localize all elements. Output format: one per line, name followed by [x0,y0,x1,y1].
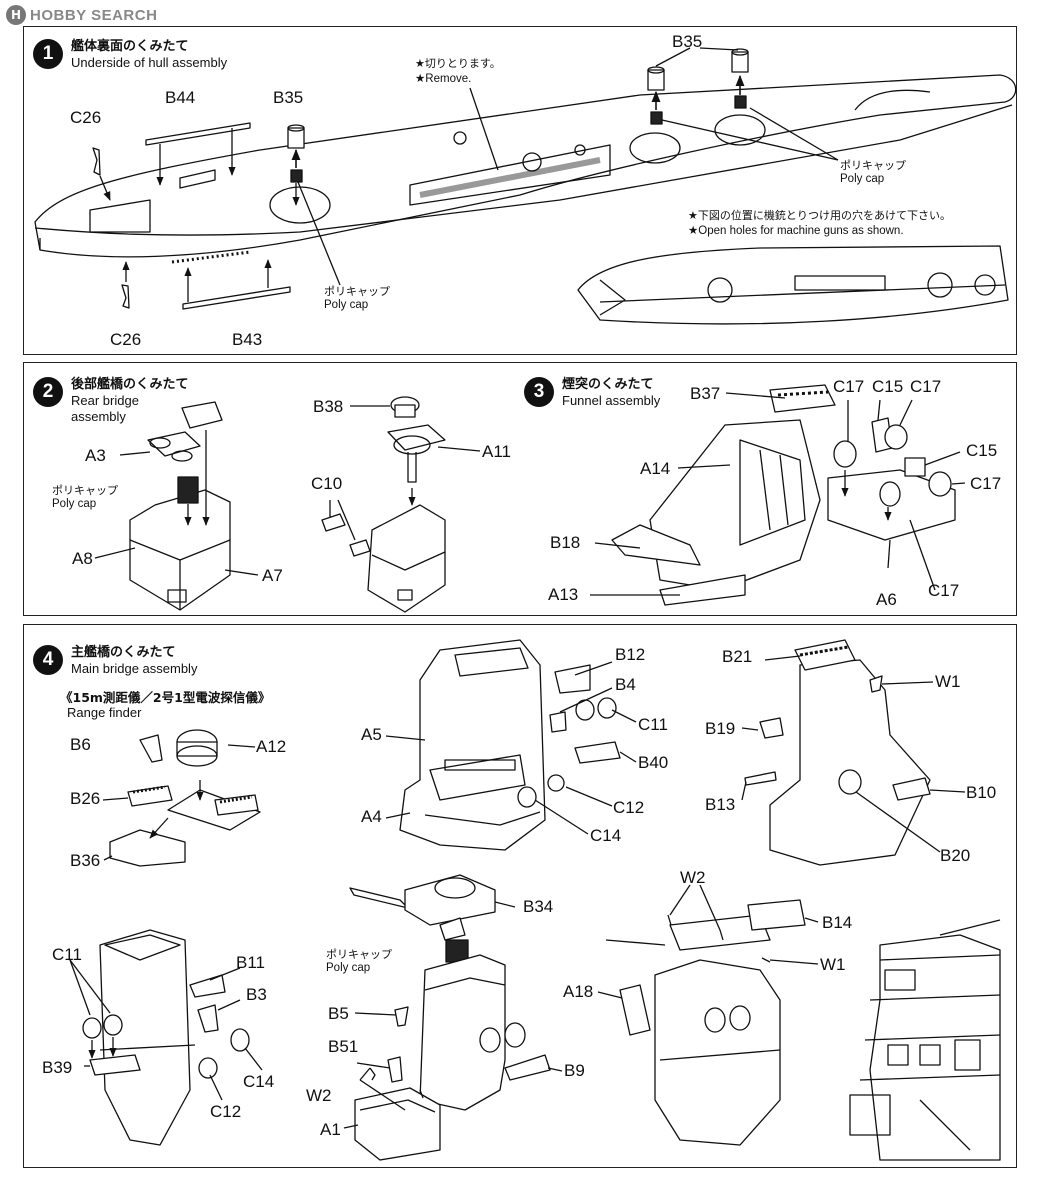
part-label: B13 [705,795,736,814]
part-label: C17 [910,377,942,396]
part-label: B37 [690,384,721,403]
part-label: A1 [320,1120,341,1139]
part-label: A14 [640,459,671,478]
step-4-header: 4 主艦橋のくみたて Main bridge assembly [33,645,197,677]
part-label: C10 [311,474,343,493]
part-label: A13 [548,585,579,604]
poly-cap-label-en: Poly cap [840,173,885,185]
part-label: C15 [966,441,998,460]
part-label: C14 [243,1072,275,1091]
step-3-header: 3 煙突のくみたて Funnel assembly [524,377,660,409]
part-label: W1 [935,672,961,691]
part-label: B20 [940,846,971,865]
part-label: B5 [328,1004,349,1023]
poly-cap-label-jp: ポリキャップ [52,484,118,497]
step-1-number: 1 [33,39,63,69]
remove-note-jp: ★切りとります。 [415,57,501,70]
part-label: W2 [680,868,706,887]
step-4-number: 4 [33,645,63,675]
step-4-title-en: Main bridge assembly [71,661,198,676]
part-label: A7 [262,566,283,585]
step-1-title-jp: 艦体裏面のくみたて [71,39,189,54]
part-label: A3 [85,446,106,465]
poly-cap-label-en: Poly cap [52,498,97,510]
poly-cap-label-jp: ポリキャップ [840,159,906,172]
part-label: B43 [232,330,263,349]
step-2-title-jp: 後部艦橋のくみたて [71,377,189,392]
watermark: H HOBBY SEARCH [6,4,157,26]
part-label: C12 [210,1102,242,1121]
part-label: A6 [876,590,897,609]
part-label: B10 [966,783,997,802]
part-label: B18 [550,533,581,552]
part-label: W2 [306,1086,332,1105]
step-3-title-jp: 煙突のくみたて [562,377,654,392]
part-label: C26 [110,330,142,349]
poly-cap-label-en: Poly cap [324,299,369,311]
part-label: C12 [613,798,645,817]
part-label: A8 [72,549,93,568]
step-3-title-en: Funnel assembly [562,393,661,408]
step-2-title-en: Rear bridge [71,393,139,408]
step-3-number: 3 [524,377,554,407]
part-label: B11 [236,953,265,972]
part-label: C26 [70,108,102,127]
part-label: B34 [523,897,554,916]
step-2-header: 2 後部艦橋のくみたて Rear bridge assembly [33,377,189,425]
range-finder-title-jp: 《15m測距儀／2号1型電波探信儀》 [60,690,271,705]
part-label: A4 [361,807,382,826]
part-label: C11 [52,945,82,964]
step-1-title-en: Underside of hull assembly [71,55,228,70]
part-label: B26 [70,789,101,808]
hobby-search-logo-icon: H [6,5,26,25]
holes-note-jp: ★下図の位置に機銃とりつけ用の穴をあけて下さい。 [688,209,951,222]
part-label: B51 [328,1037,359,1056]
part-label: B4 [615,675,636,694]
holes-note-en: ★Open holes for machine guns as shown. [688,225,904,237]
remove-note-en: ★Remove. [415,73,472,85]
part-label: C17 [928,581,960,600]
watermark-text: HOBBY SEARCH [30,6,158,24]
panel-step-1 [23,26,1017,355]
poly-cap-label-jp: ポリキャップ [326,948,392,961]
part-label: B44 [165,88,196,107]
part-label: C14 [590,826,622,845]
part-label: B38 [313,397,344,416]
part-label: B39 [42,1058,73,1077]
part-label: A11 [482,442,511,461]
part-label: A12 [256,737,287,756]
part-label: C15 [872,377,904,396]
range-finder-title-en: Range finder [67,705,142,720]
part-label: B36 [70,851,101,870]
step-1-header: 1 艦体裏面のくみたて Underside of hull assembly [33,39,227,71]
part-label: B9 [564,1061,585,1080]
part-label: A18 [563,982,594,1001]
part-label: B6 [70,735,91,754]
step-4-title-jp: 主艦橋のくみたて [71,645,176,660]
step-2-title-en-2: assembly [71,409,126,424]
part-label: C17 [833,377,865,396]
part-label: B14 [822,913,853,932]
part-label: W1 [820,955,846,974]
part-label: C11 [638,715,668,734]
part-label: B35 [273,88,304,107]
part-label: A5 [361,725,382,744]
part-label: B12 [615,645,646,664]
part-label: C17 [970,474,1002,493]
poly-cap-label-jp: ポリキャップ [324,285,390,298]
part-label: B35 [672,32,703,51]
part-label: B3 [246,985,267,1004]
part-label: B40 [638,753,669,772]
part-label: B21 [722,647,753,666]
step-2-number: 2 [33,377,63,407]
poly-cap-label-en: Poly cap [326,962,371,974]
part-label: B19 [705,719,736,738]
